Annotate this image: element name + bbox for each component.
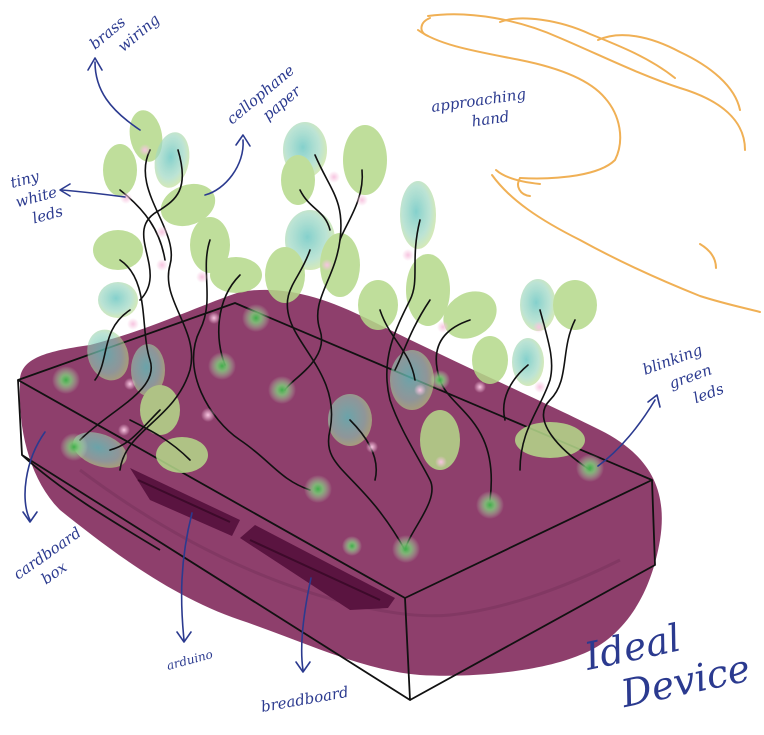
label-brass-wiring: brass wiring [86, 0, 163, 68]
arrow-cellophane [205, 140, 243, 195]
label-tiny-white-leds: tiny white leds [8, 163, 65, 230]
label-arduino: arduino [165, 647, 214, 673]
svg-text:arduino: arduino [165, 647, 214, 673]
label-breadboard: breadboard [260, 683, 350, 716]
svg-text:breadboard: breadboard [260, 683, 350, 716]
label-blinking-green-leds: blinking green leds [640, 338, 726, 420]
approaching-hand-drawing [418, 14, 760, 312]
label-approaching-hand: approaching hand [430, 85, 530, 136]
svg-text:hand: hand [470, 107, 510, 130]
label-cardboard-box: cardboard box [10, 524, 96, 600]
